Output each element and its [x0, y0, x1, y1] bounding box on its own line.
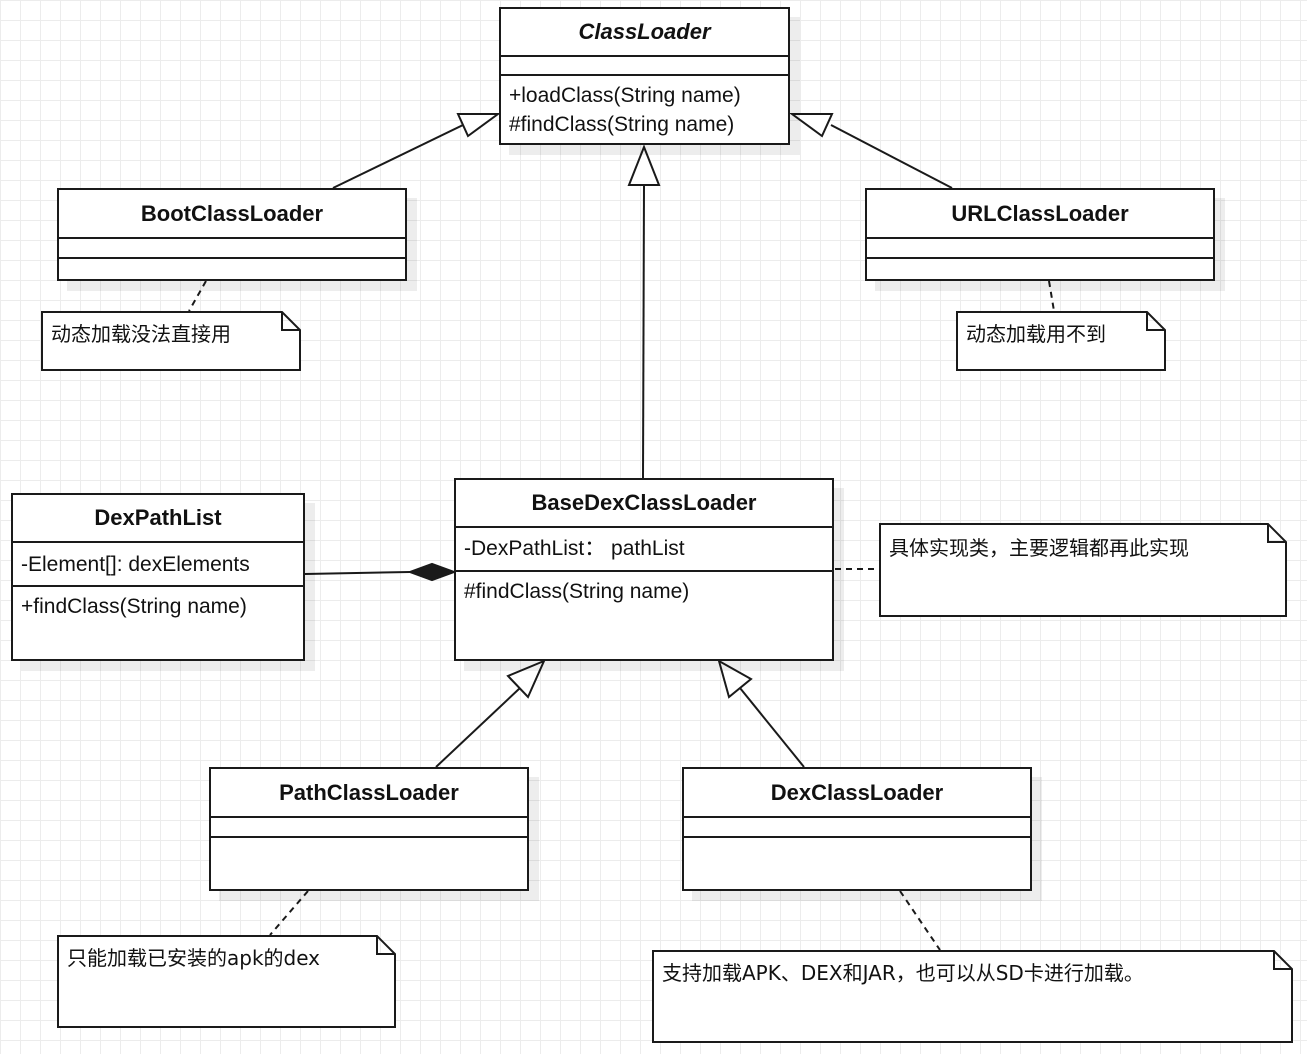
note-anchor-url — [1048, 280, 1055, 312]
operations-compartment — [684, 838, 1030, 889]
attributes-compartment — [211, 818, 527, 838]
operation: +loadClass(String name) — [509, 84, 741, 107]
note-url[interactable]: 动态加载用不到 — [956, 311, 1166, 371]
class-name: URLClassLoader — [867, 190, 1213, 239]
note-anchor-path — [269, 890, 309, 936]
filled-diamond-arrowhead — [407, 562, 457, 582]
note-frame — [879, 523, 1287, 617]
note-text: 具体实现类，主要逻辑都再此实现 — [889, 536, 1189, 560]
note-frame — [57, 935, 396, 1028]
note-anchor-boot — [188, 280, 207, 312]
generalization-edge-boot — [332, 124, 464, 189]
note-frame — [41, 311, 301, 371]
note-text: 只能加载已安装的apk的dex — [67, 946, 321, 970]
attributes-compartment — [867, 239, 1213, 259]
class-pathclassloader[interactable]: PathClassLoader — [209, 767, 529, 891]
hollow-triangle-arrowhead — [717, 658, 753, 699]
attributes-compartment: -DexPathList： pathList — [456, 528, 832, 572]
class-name: DexClassLoader — [684, 769, 1030, 818]
attributes-compartment — [684, 818, 1030, 838]
class-urlclassloader[interactable]: URLClassLoader — [865, 188, 1215, 281]
note-text: 动态加载没法直接用 — [51, 322, 231, 346]
composition-edge — [304, 571, 411, 575]
operation: +findClass(String name) — [21, 595, 247, 618]
attributes-compartment — [59, 239, 405, 259]
attributes-compartment — [501, 57, 788, 76]
operations-compartment — [59, 259, 405, 279]
class-dexclassloader[interactable]: DexClassLoader — [682, 767, 1032, 891]
attribute: -Element[]: dexElements — [21, 553, 250, 576]
note-boot[interactable]: 动态加载没法直接用 — [41, 311, 301, 371]
attributes-compartment: -Element[]: dexElements — [13, 543, 303, 587]
note-basedex[interactable]: 具体实现类，主要逻辑都再此实现 — [879, 523, 1287, 617]
class-name: DexPathList — [13, 495, 303, 543]
attribute: -DexPathList： pathList — [464, 537, 685, 560]
class-name: BootClassLoader — [59, 190, 405, 239]
note-anchor-dex — [899, 890, 941, 951]
hollow-triangle-arrowhead — [506, 659, 546, 699]
operations-compartment: +loadClass(String name) #findClass(Strin… — [501, 76, 788, 143]
operations-compartment — [867, 259, 1213, 279]
class-name: ClassLoader — [501, 9, 788, 57]
class-bootclassloader[interactable]: BootClassLoader — [57, 188, 407, 281]
class-basedexclassloader[interactable]: BaseDexClassLoader -DexPathList： pathLis… — [454, 478, 834, 661]
class-name: BaseDexClassLoader — [456, 480, 832, 528]
hollow-triangle-arrowhead — [456, 113, 502, 138]
hollow-triangle-arrowhead — [627, 144, 661, 186]
operation: #findClass(String name) — [464, 580, 690, 603]
note-path[interactable]: 只能加载已安装的apk的dex — [57, 935, 396, 1028]
hollow-triangle-arrowhead — [788, 113, 834, 138]
generalization-edge-url — [830, 124, 953, 189]
class-classloader[interactable]: ClassLoader +loadClass(String name) #fin… — [499, 7, 790, 145]
operations-compartment: +findClass(String name) — [13, 587, 303, 659]
note-frame — [652, 950, 1293, 1043]
note-text: 支持加载APK、DEX和JAR，也可以从SD卡进行加载。 — [662, 961, 1144, 985]
class-dexpathlist[interactable]: DexPathList -Element[]: dexElements +fin… — [11, 493, 305, 661]
class-name: PathClassLoader — [211, 769, 527, 818]
operations-compartment — [211, 838, 527, 889]
generalization-edge-path — [435, 687, 521, 768]
generalization-edge-basedex — [642, 184, 645, 479]
operation: #findClass(String name) — [509, 113, 735, 136]
operations-compartment: #findClass(String name) — [456, 572, 832, 659]
note-text: 动态加载用不到 — [966, 322, 1106, 346]
generalization-edge-dex — [739, 687, 805, 768]
note-dex[interactable]: 支持加载APK、DEX和JAR，也可以从SD卡进行加载。 — [652, 950, 1293, 1043]
note-frame — [956, 311, 1166, 371]
